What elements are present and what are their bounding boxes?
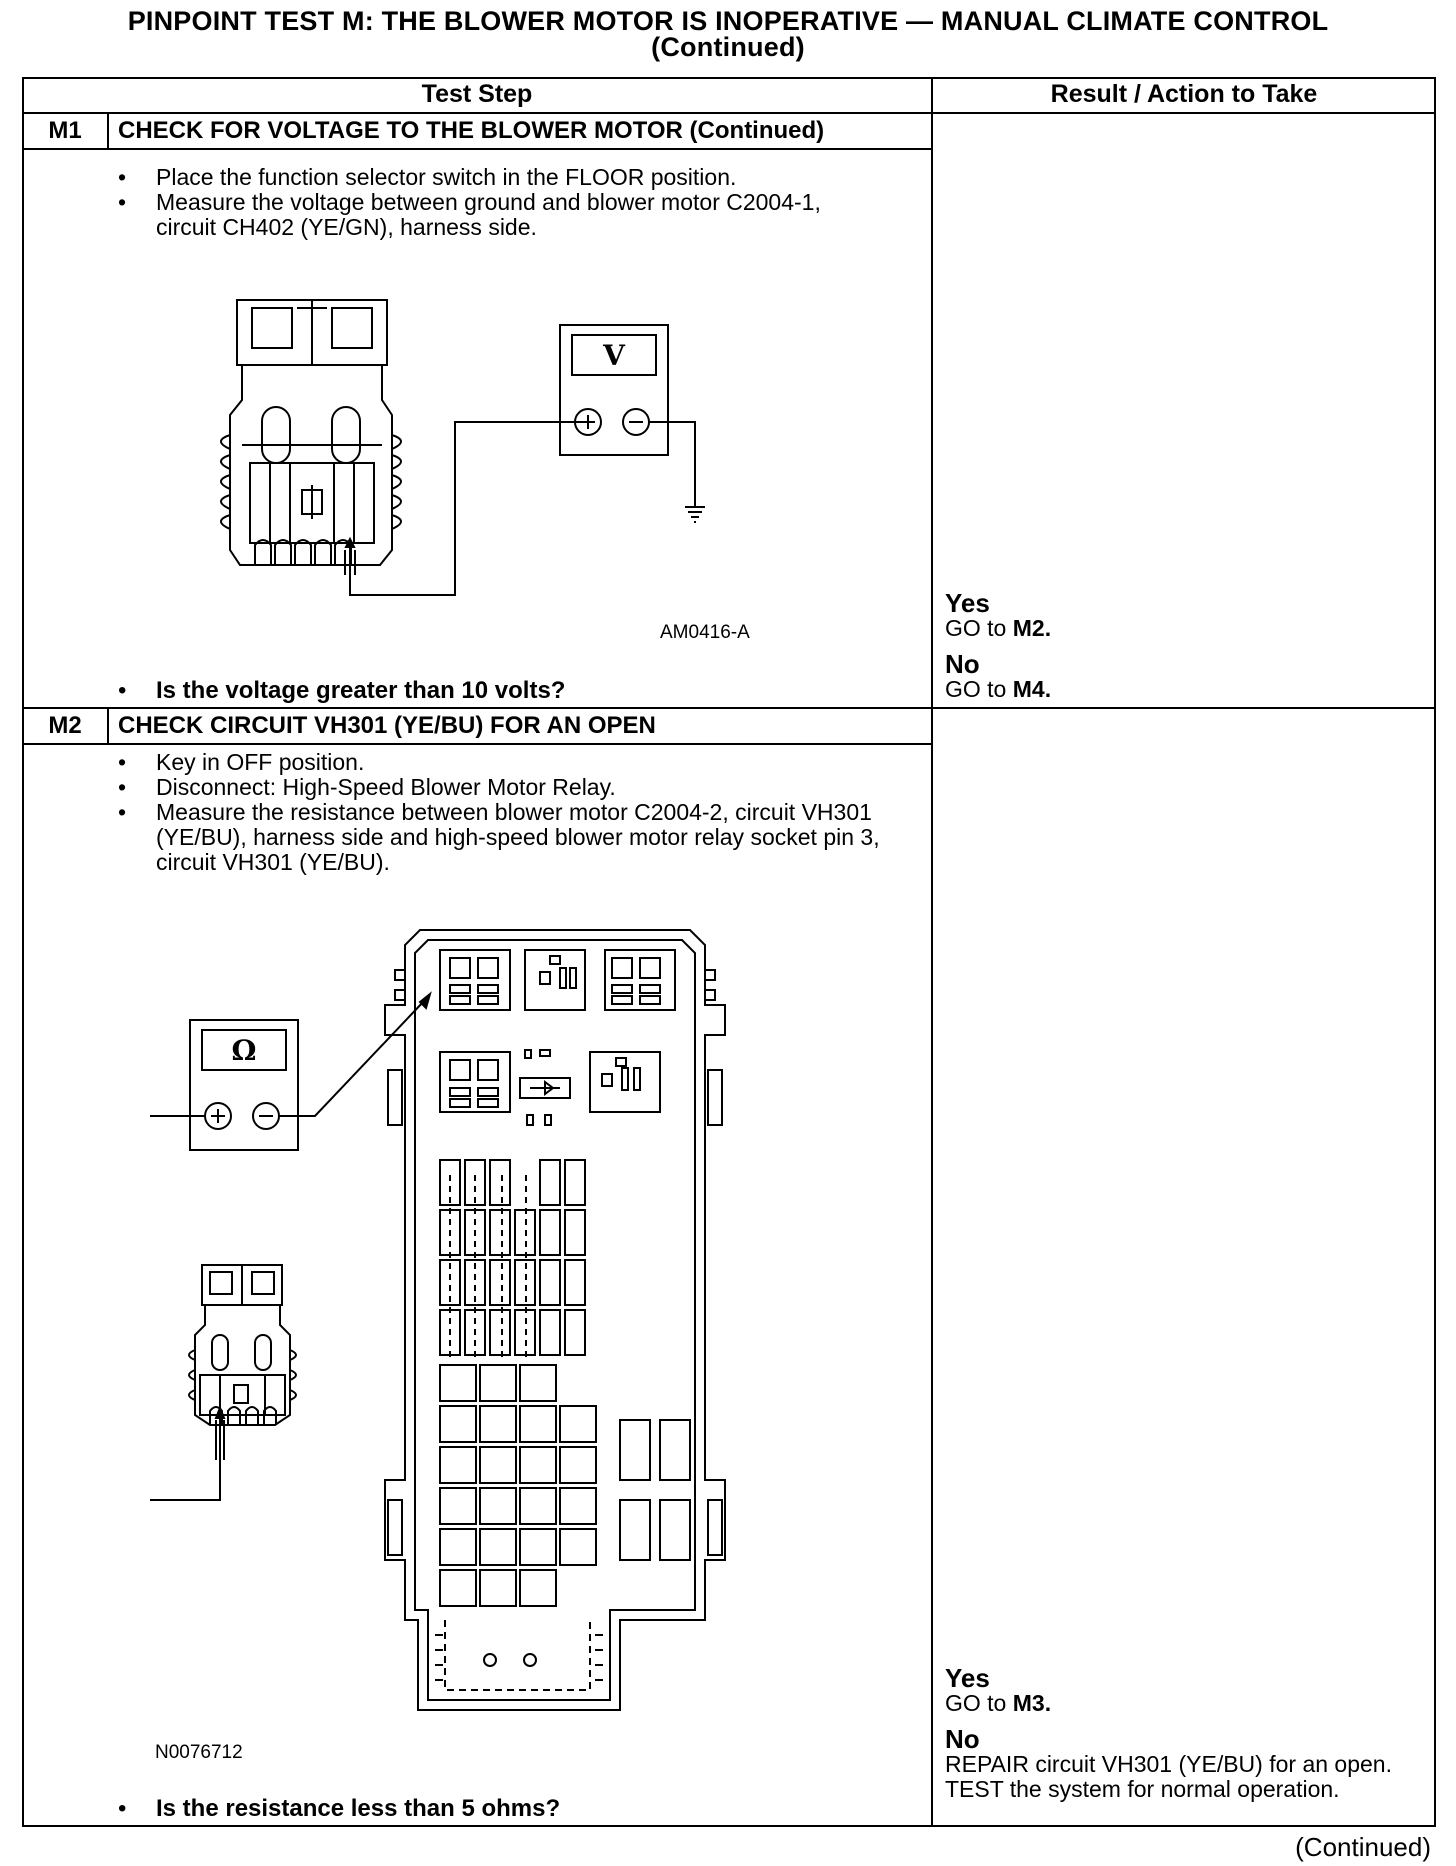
m1-no-target: M4. (1012, 676, 1052, 702)
m1-yes-action: GO to M2. (945, 616, 1051, 641)
header-divider (22, 112, 1436, 114)
m2-no-action: REPAIR circuit VH301 (YE/BU) for an open… (945, 1751, 1392, 1802)
m2-ohmmeter-diagram: Ω (150, 920, 770, 1720)
column-divider (931, 77, 933, 1827)
m2-yes-label: Yes (945, 1663, 990, 1693)
page-title: PINPOINT TEST M: THE BLOWER MOTOR IS INO… (0, 6, 1456, 62)
figure-code-m1: AM0416-A (660, 622, 750, 643)
step-m2-bullet: Key in OFF position. (118, 750, 898, 776)
step-title-m1: CHECK FOR VOLTAGE TO THE BLOWER MOTOR (C… (118, 117, 825, 144)
pinpoint-test-table (22, 77, 1436, 1827)
page-title-line1: PINPOINT TEST M: THE BLOWER MOTOR IS INO… (127, 6, 1329, 36)
step-m1-bullet: Place the function selector switch in th… (118, 165, 838, 191)
step-id-m2: M2 (48, 712, 82, 739)
m1-yes-label: Yes (945, 588, 990, 618)
m1-id-divider (107, 112, 109, 149)
m2-yes-action-text: GO to (945, 1690, 1007, 1716)
m2-title-divider (22, 743, 932, 745)
m2-yes-target: M3. (1012, 1690, 1052, 1716)
step-m2-bullet: Measure the resistance between blower mo… (118, 800, 898, 875)
figure-code-m2: N0076712 (155, 1742, 243, 1763)
m1-title-divider (22, 148, 932, 150)
m1-no-label: No (945, 649, 980, 679)
m1-yes-action-text: GO to (945, 615, 1007, 641)
header-test-step: Test Step (421, 80, 533, 108)
m1-no-action-text: GO to (945, 676, 1007, 702)
step-m2-bullet: Disconnect: High-Speed Blower Motor Rela… (118, 775, 898, 801)
ohmmeter-symbol: Ω (232, 1034, 257, 1067)
m1-voltmeter-diagram: V (200, 295, 760, 635)
m1-no-action: GO to M4. (945, 677, 1051, 702)
m2-yes-action: GO to M3. (945, 1691, 1051, 1716)
page-title-line2: (Continued) (651, 32, 805, 62)
m2-no-label: No (945, 1724, 980, 1754)
step-id-m1: M1 (48, 117, 82, 144)
step-m1-question: Is the voltage greater than 10 volts? (118, 677, 936, 705)
step-title-m2: CHECK CIRCUIT VH301 (YE/BU) FOR AN OPEN (118, 712, 656, 739)
step-m1-bullet: Measure the voltage between ground and b… (118, 190, 838, 240)
voltmeter-symbol: V (602, 339, 626, 372)
continued-footer: (Continued) (1295, 1832, 1431, 1862)
m2-id-divider (107, 707, 109, 744)
step-m1-instructions: Place the function selector switch in th… (118, 165, 838, 240)
step-m2-instructions: Key in OFF position. Disconnect: High-Sp… (118, 750, 898, 875)
header-result-action: Result / Action to Take (1050, 80, 1318, 108)
m1-yes-target: M2. (1012, 615, 1052, 641)
step-m2-question: Is the resistance less than 5 ohms? (118, 1795, 936, 1823)
m2-top-divider (22, 707, 1436, 709)
